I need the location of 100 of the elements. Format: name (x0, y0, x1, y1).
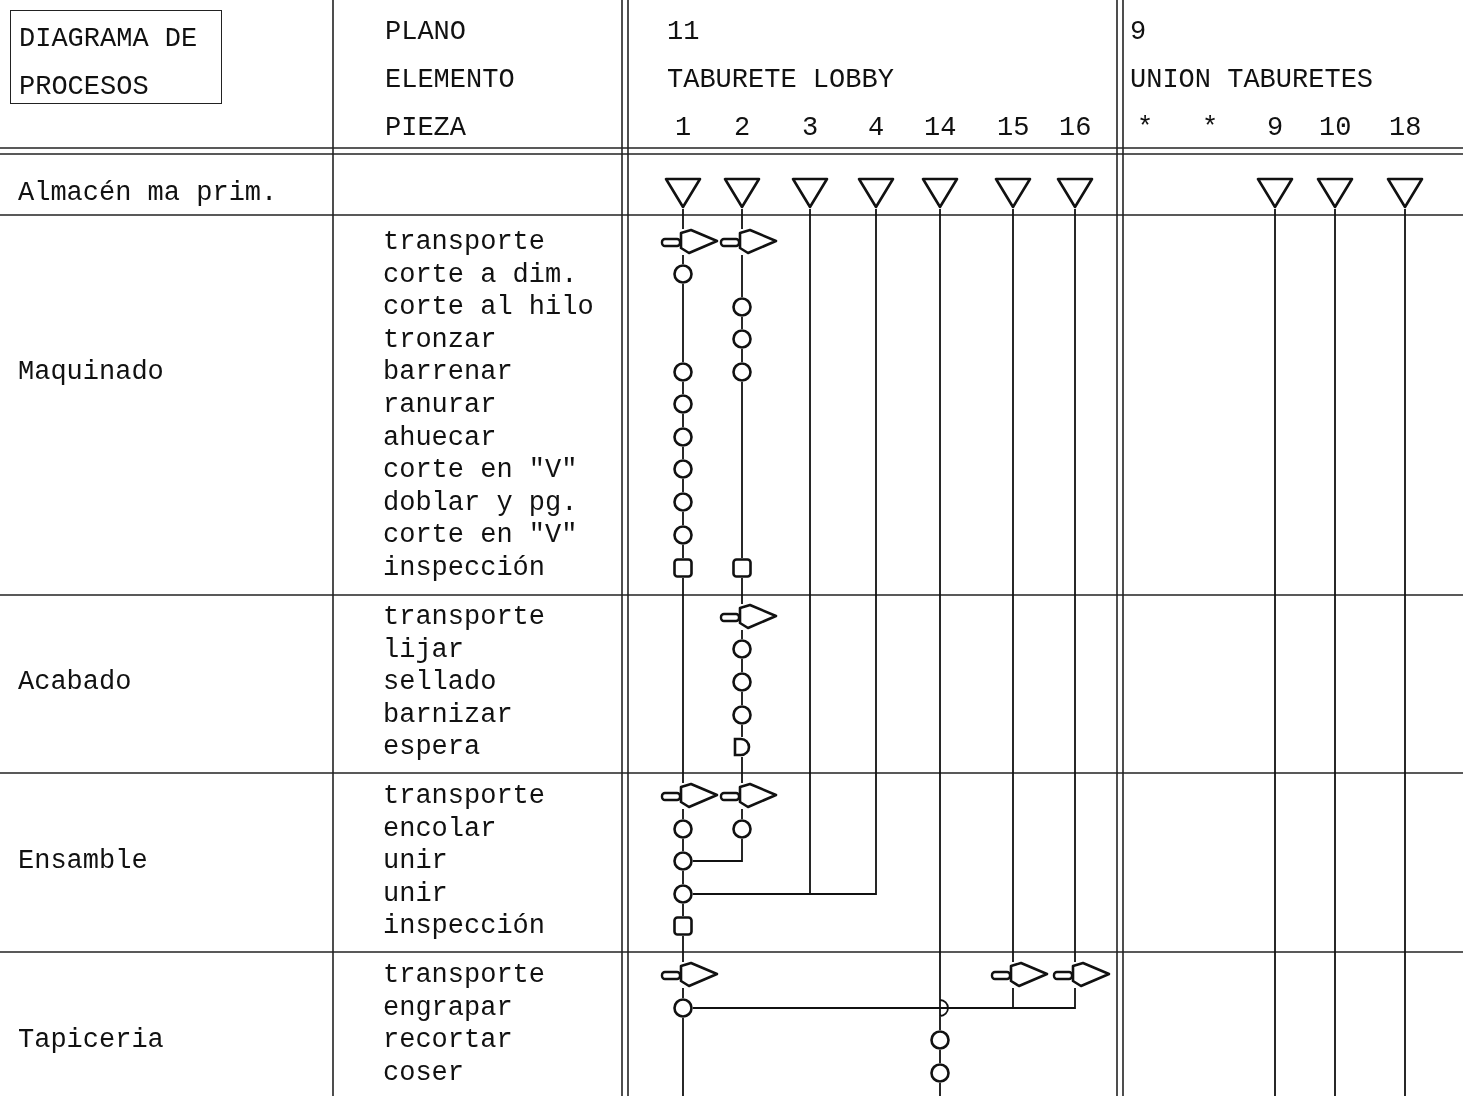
delay-symbol (733, 737, 751, 757)
operation-label: ranurar (383, 389, 497, 421)
operation-circle (930, 1063, 950, 1083)
flow-line (682, 838, 684, 852)
operation-label: recortar (383, 1024, 513, 1057)
operation-label: coser (383, 1056, 464, 1089)
flow-line (682, 987, 684, 999)
inspection-square (673, 916, 693, 936)
storage-triangle (723, 177, 761, 209)
storage-triangle (1386, 177, 1424, 209)
operation-label: inspección (383, 552, 546, 584)
operation-circle (732, 819, 752, 839)
operation-circle (673, 459, 693, 479)
flow-line (741, 808, 743, 820)
flow-line (939, 1049, 941, 1064)
flow-line (1404, 208, 1406, 1096)
flow-line (682, 511, 684, 526)
operation-label: tronzar (383, 323, 497, 356)
flow-line (682, 283, 684, 363)
flow-line (682, 903, 684, 917)
flow-line (1012, 208, 1014, 963)
transport-symbol (991, 962, 1049, 988)
operation-label: corte en "V" (383, 519, 578, 552)
transport-symbol (661, 962, 719, 988)
flow-line (682, 254, 684, 265)
operation-label: sellado (383, 666, 497, 699)
flow-line (741, 724, 743, 738)
flow-line (692, 838, 743, 862)
flow-line (682, 1017, 684, 1096)
header-label: 9 (1130, 16, 1147, 48)
transport-symbol (661, 783, 719, 809)
section-label: Maquinado (18, 356, 164, 388)
operation-label: lijar (383, 633, 464, 666)
header-label: ELEMENTO (385, 64, 515, 96)
piece-number: 9 (1267, 112, 1284, 144)
piece-number: 16 (1059, 112, 1092, 144)
header-label: PLANO (385, 16, 466, 48)
operation-label: encolar (383, 812, 497, 845)
inspection-square (732, 558, 752, 578)
operation-label: transporte (383, 959, 546, 991)
flow-line (741, 629, 743, 640)
operation-label: corte al hilo (383, 291, 594, 324)
flow-line (741, 348, 743, 363)
operation-label: espera (383, 731, 481, 764)
transport-symbol (720, 783, 778, 809)
storage-triangle (664, 177, 702, 209)
flow-line (682, 478, 684, 493)
operation-label: transporte (383, 780, 546, 812)
operation-label: corte en "V" (383, 454, 578, 487)
storage-triangle (1056, 177, 1094, 209)
transport-symbol (720, 604, 778, 630)
operation-circle (732, 362, 752, 382)
operation-label: corte a dim. (383, 258, 578, 291)
flow-line (682, 808, 684, 820)
section-label: Acabado (18, 666, 132, 698)
flow-line (741, 577, 743, 605)
operation-circle (732, 705, 752, 725)
operation-circle (673, 884, 693, 904)
operation-label: inspección (383, 910, 546, 943)
piece-number: 2 (734, 112, 751, 144)
piece-number: 4 (868, 112, 885, 144)
transport-symbol (720, 229, 778, 255)
operation-circle (673, 264, 693, 284)
row-label: Almacén ma prim. (18, 177, 278, 209)
operation-label: transporte (383, 601, 546, 633)
header-label: 11 (667, 16, 700, 48)
operation-circle (673, 819, 693, 839)
header-label: UNION TABURETES (1130, 64, 1374, 96)
flow-line (682, 208, 684, 230)
flow-line (682, 577, 684, 784)
operation-label: ahuecar (383, 421, 497, 454)
title-box: DIAGRAMA DE PROCESOS (10, 10, 222, 104)
transport-symbol (1053, 962, 1111, 988)
piece-number: 1 (675, 112, 692, 144)
operation-circle (673, 362, 693, 382)
piece-number: 14 (924, 112, 957, 144)
flow-line (682, 381, 684, 395)
flow-line (939, 1082, 941, 1096)
flow-line (682, 413, 684, 428)
flow-line (682, 446, 684, 460)
piece-number: 10 (1319, 112, 1352, 144)
operation-label: barrenar (383, 356, 513, 389)
section-label: Tapiceria (18, 1024, 164, 1056)
section-label: Ensamble (18, 845, 148, 877)
flow-line (741, 691, 743, 706)
operation-label: unir (383, 845, 448, 878)
flow-line (682, 544, 684, 559)
operation-circle (673, 851, 693, 871)
flow-line (741, 658, 743, 673)
flow-line (1274, 208, 1276, 1096)
header-label: TABURETE LOBBY (667, 64, 894, 96)
storage-triangle (857, 177, 895, 209)
operation-label: doblar y pg. (383, 486, 578, 519)
piece-number: 3 (802, 112, 819, 144)
inspection-square (673, 558, 693, 578)
flow-line (1074, 208, 1076, 963)
flow-line (741, 381, 743, 559)
flow-line (939, 208, 949, 1031)
piece-number: * (1202, 112, 1219, 144)
flow-line (682, 935, 684, 963)
